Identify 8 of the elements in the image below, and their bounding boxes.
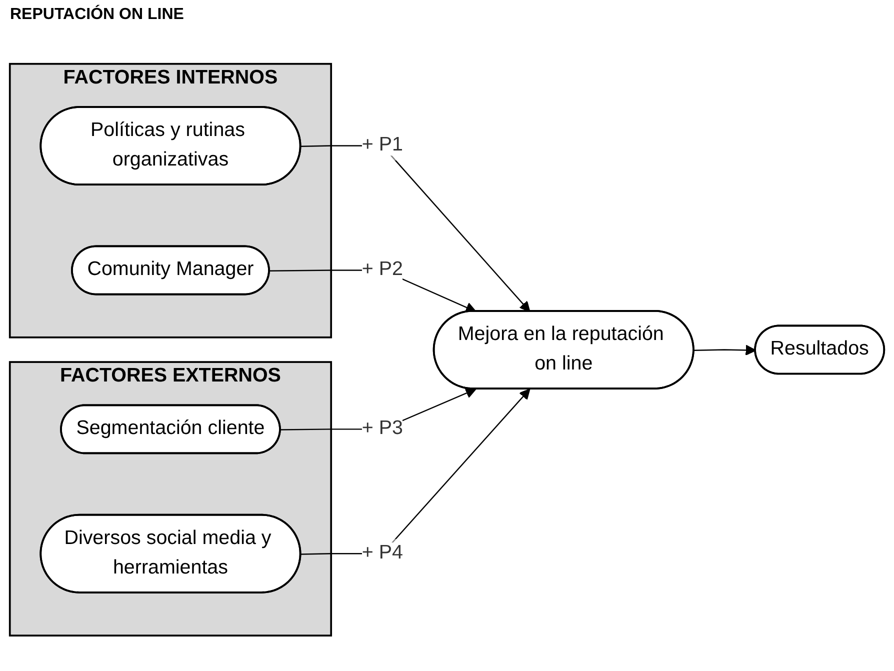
diagram-title: REPUTACIÓN ON LINE xyxy=(9,4,185,25)
edge-label: + P4 xyxy=(362,542,403,564)
arrow xyxy=(300,388,530,555)
edge-label: + P1 xyxy=(362,134,403,156)
edge-label: + P3 xyxy=(362,418,403,439)
edge-label: + P2 xyxy=(362,258,403,280)
arrow xyxy=(300,144,530,312)
arrow xyxy=(694,344,756,356)
